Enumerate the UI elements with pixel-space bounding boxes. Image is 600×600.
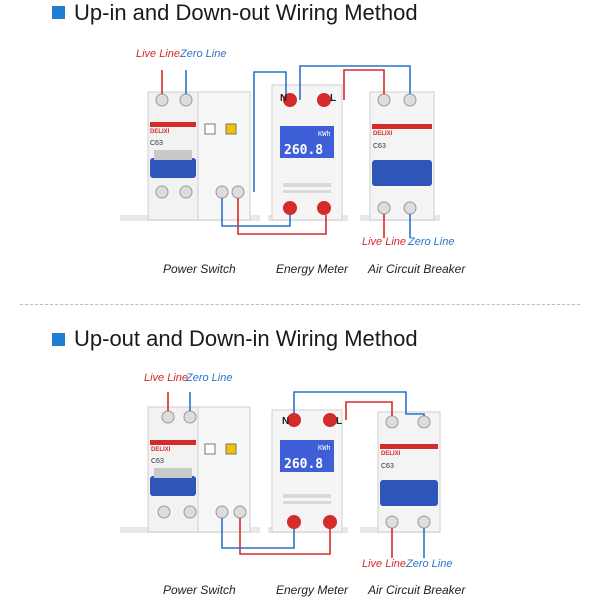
breaker-model: C63 — [150, 140, 163, 147]
wires — [167, 391, 425, 558]
energy-meter — [268, 409, 348, 533]
wiring-diagram-1: DELIXI C63 KWh 260.8 N L — [120, 65, 440, 238]
caption-air-circuit-breaker: Air Circuit Breaker — [368, 583, 466, 597]
energy-meter — [268, 84, 348, 221]
top-zero-label: Zero Line — [180, 48, 227, 60]
wiring-diagram-2: DELIXI C63 KWh 260.8 N L — [120, 391, 441, 558]
breaker-model-2: C63 — [373, 143, 386, 150]
brand-label: DELIXI — [150, 129, 170, 135]
meter-l-terminal: L — [336, 416, 342, 427]
section-divider — [20, 304, 580, 305]
meter-reading: 260.8 — [284, 457, 323, 472]
top-live-label: Live Line — [136, 48, 181, 60]
breaker-model-2: C63 — [381, 463, 394, 470]
bottom-live-label: Live Line — [362, 236, 407, 248]
section-marker-icon — [52, 333, 65, 346]
brand-label-2: DELIXI — [373, 131, 393, 137]
meter-n-terminal: N — [282, 416, 289, 427]
breaker-model: C63 — [151, 458, 164, 465]
air-circuit-breaker — [360, 91, 440, 221]
meter-n-terminal: N — [280, 93, 287, 104]
caption-air-circuit-breaker: Air Circuit Breaker — [368, 262, 466, 276]
caption-power-switch: Power Switch — [163, 583, 236, 597]
section-up-in-down-out: Up-in and Down-out Wiring Method DELIXI … — [52, 0, 466, 276]
caption-energy-meter: Energy Meter — [276, 262, 349, 276]
meter-l-terminal: L — [330, 93, 336, 104]
brand-label: DELIXI — [151, 447, 171, 453]
power-switch — [120, 406, 260, 533]
section-up-out-down-in: Up-out and Down-in Wiring Method DELIXI … — [0, 322, 600, 600]
bottom-zero-label: Zero Line — [406, 558, 453, 570]
air-circuit-breaker — [360, 411, 441, 533]
meter-reading: 260.8 — [284, 143, 323, 158]
caption-energy-meter: Energy Meter — [276, 583, 349, 597]
meter-unit: KWh — [318, 130, 331, 138]
section-marker-icon — [52, 6, 65, 19]
meter-unit: KWh — [318, 444, 331, 452]
section-title: Up-out and Down-in Wiring Method — [74, 326, 418, 351]
wires — [161, 65, 411, 238]
bottom-zero-label: Zero Line — [408, 236, 455, 248]
caption-power-switch: Power Switch — [163, 262, 236, 276]
bottom-live-label: Live Line — [362, 558, 407, 570]
top-zero-label: Zero Line — [186, 372, 233, 384]
power-switch — [120, 91, 260, 221]
section-title: Up-in and Down-out Wiring Method — [74, 0, 418, 25]
top-live-label: Live Line — [144, 372, 189, 384]
brand-label-2: DELIXI — [381, 451, 401, 457]
